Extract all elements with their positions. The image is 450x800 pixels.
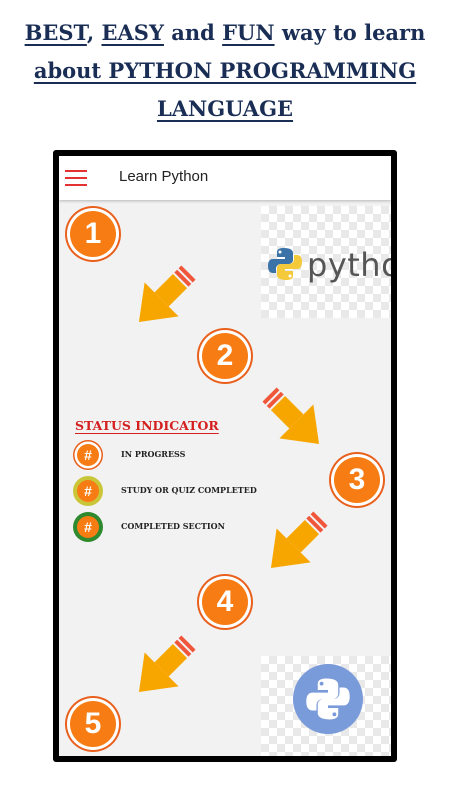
promo-sep-3: way to learn bbox=[274, 20, 426, 45]
python-badge-image bbox=[261, 656, 391, 756]
step-1-number: 1 bbox=[70, 211, 116, 257]
step-2-number: 2 bbox=[202, 333, 248, 379]
app-screen: Learn Python python bbox=[59, 156, 391, 756]
step-3-number: 3 bbox=[334, 457, 380, 503]
arrow-down-left-icon bbox=[270, 511, 328, 569]
step-2-button[interactable]: 2 bbox=[197, 328, 253, 384]
step-3-button[interactable]: 3 bbox=[329, 452, 385, 508]
promo-word-best: BEST bbox=[24, 20, 87, 45]
promo-word-easy: EASY bbox=[101, 20, 164, 45]
step-5-number: 5 bbox=[70, 701, 116, 747]
hash-badge-icon: # bbox=[73, 512, 103, 542]
hash-badge-icon: # bbox=[73, 440, 103, 470]
step-1-button[interactable]: 1 bbox=[65, 206, 121, 262]
arrow-down-left-icon bbox=[138, 635, 196, 693]
promo-word-fun: FUN bbox=[222, 20, 275, 45]
python-logo-image: python bbox=[261, 206, 391, 318]
status-indicator-title: STATUS INDICATOR bbox=[75, 418, 219, 433]
arrow-down-right-icon bbox=[138, 265, 196, 323]
arrow-down-right-icon bbox=[262, 387, 320, 445]
promo-sep-2: and bbox=[163, 20, 223, 45]
app-bar: Learn Python bbox=[59, 156, 391, 200]
phone-frame: Learn Python python bbox=[53, 150, 397, 762]
step-4-number: 4 bbox=[202, 579, 248, 625]
python-badge-circle bbox=[293, 664, 363, 734]
legend-label: COMPLETED SECTION bbox=[121, 521, 225, 531]
legend-label: IN PROGRESS bbox=[121, 449, 186, 459]
promo-headline: BEST, EASY and FUN way to learn about PY… bbox=[0, 14, 450, 128]
python-logo-text: python bbox=[307, 246, 391, 284]
hash-badge-icon: # bbox=[73, 476, 103, 506]
python-snake-icon bbox=[268, 248, 302, 280]
legend-symbol: # bbox=[77, 516, 99, 538]
legend-label: STUDY OR QUIZ COMPLETED bbox=[121, 485, 257, 495]
step-4-button[interactable]: 4 bbox=[197, 574, 253, 630]
legend-symbol: # bbox=[77, 444, 99, 466]
promo-line-3: LANGUAGE bbox=[156, 96, 294, 121]
promo-sep-1: , bbox=[86, 20, 102, 45]
promo-line-1: BEST, EASY and FUN way to learn bbox=[0, 14, 450, 52]
legend-symbol: # bbox=[77, 480, 99, 502]
promo-line-2: about PYTHON PROGRAMMING bbox=[33, 58, 417, 83]
hamburger-menu-icon[interactable] bbox=[65, 170, 87, 186]
app-title: Learn Python bbox=[119, 168, 209, 185]
step-5-button[interactable]: 5 bbox=[65, 696, 121, 752]
python-badge-snake-icon bbox=[306, 678, 350, 720]
